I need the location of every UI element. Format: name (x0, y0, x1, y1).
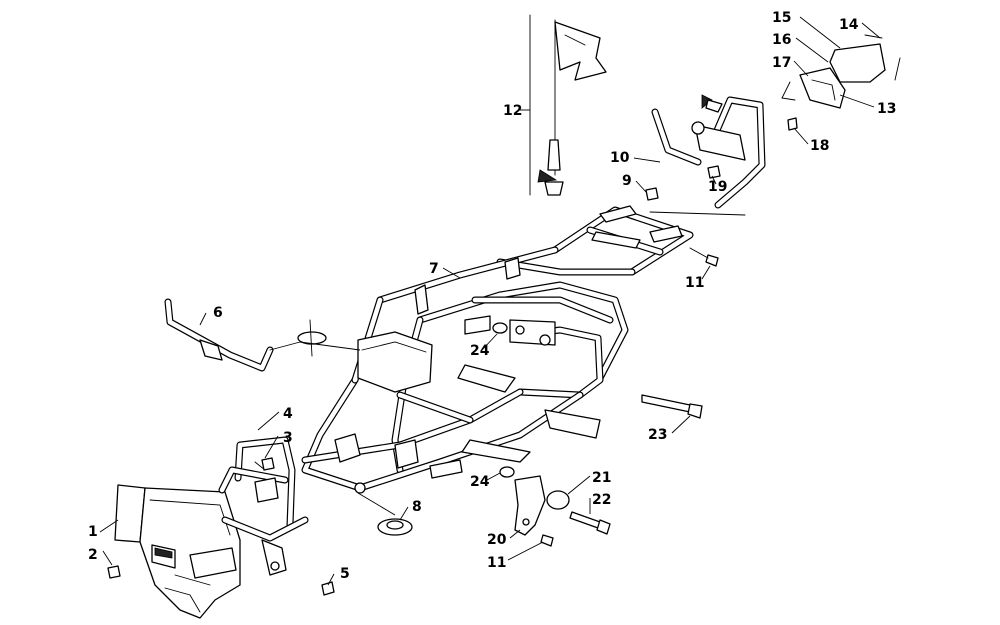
callout-16: 16 (772, 32, 791, 48)
callout-7: 7 (429, 261, 439, 277)
callout-12: 12 (503, 103, 522, 119)
front-rack (164, 298, 327, 372)
callout-24-upper: 24 (470, 343, 490, 359)
callout-17: 17 (772, 55, 791, 71)
safety-flag (529, 14, 607, 196)
callout-15: 15 (772, 10, 791, 26)
leader-lines (99, 16, 881, 586)
callout-18: 18 (810, 138, 829, 154)
callout-19: 19 (708, 179, 727, 195)
callout-23: 23 (648, 427, 667, 443)
callout-11-lower: 11 (487, 555, 506, 571)
callout-4: 4 (283, 406, 293, 422)
loose-hardware (107, 117, 798, 596)
callout-13: 13 (877, 101, 896, 117)
callout-14: 14 (839, 17, 859, 33)
rear-rack (649, 94, 766, 216)
callout-22: 22 (592, 492, 611, 508)
callout-labels: 1 2 3 4 5 6 7 8 9 10 11 11 12 13 14 15 1… (88, 10, 896, 582)
callout-3: 3 (283, 430, 293, 446)
main-frame (301, 205, 694, 494)
callout-1: 1 (88, 524, 98, 540)
callout-8: 8 (412, 499, 422, 515)
callout-20: 20 (487, 532, 507, 548)
callout-2: 2 (88, 547, 98, 563)
bumper-bracket (218, 436, 309, 576)
callout-21: 21 (592, 470, 611, 486)
callout-24-lower: 24 (470, 474, 490, 490)
callout-5: 5 (340, 566, 350, 582)
taillight-assembly (781, 34, 901, 128)
front-bumper (114, 484, 241, 619)
callout-11-upper: 11 (685, 275, 704, 291)
callout-9: 9 (622, 173, 632, 189)
callout-10: 10 (610, 150, 630, 166)
callout-6: 6 (213, 305, 223, 321)
